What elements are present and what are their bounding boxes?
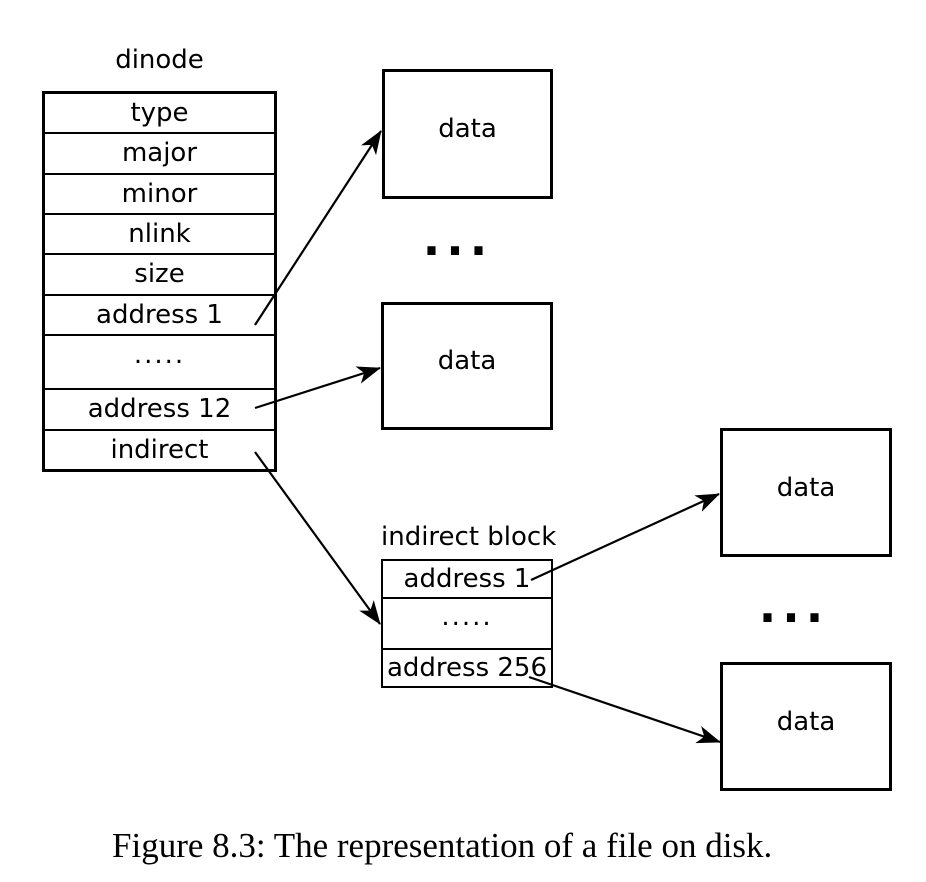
dinode-row-major: major: [45, 134, 274, 175]
data-block-4: data: [720, 662, 892, 791]
dinode-row-size: size: [45, 255, 274, 296]
figure-caption: Figure 8.3: The representation of a file…: [112, 826, 773, 865]
data-block-2: data: [381, 302, 553, 430]
arrow-indirect-address256-to-data4: [528, 675, 721, 744]
arrow-dinode-indirect-to-indirect-block: [254, 451, 381, 625]
dinode-row-ellipsis: .....: [45, 336, 274, 391]
dinode-row-address-12: address 12: [45, 390, 274, 431]
data-block-3: data: [720, 428, 892, 557]
ellipsis-top: ...: [422, 212, 494, 266]
data-block-1-label: data: [438, 114, 497, 144]
arrow-indirect-address1-to-data3: [530, 492, 720, 582]
indirect-block-title: indirect block: [381, 522, 557, 552]
dinode-row-minor: minor: [45, 175, 274, 215]
dinode-row-address-1: address 1: [45, 296, 274, 336]
data-block-2-label: data: [437, 346, 497, 376]
dinode-title: dinode: [115, 45, 204, 75]
indirect-row-address-1: address 1: [383, 561, 551, 599]
indirect-row-address-256: address 256: [386, 653, 548, 684]
dinode-row-indirect: indirect: [110, 434, 209, 465]
dinode-row-type: type: [45, 94, 274, 135]
data-block-4-label: data: [776, 706, 836, 737]
dinode-table: type major minor nlink size address 1 ..…: [42, 91, 277, 472]
data-block-1: data: [382, 69, 553, 199]
indirect-block-table: address 1 ..... address 256: [381, 559, 553, 688]
indirect-row-ellipsis: .....: [383, 599, 551, 651]
data-block-3-label: data: [776, 472, 836, 503]
ellipsis-right: ...: [758, 579, 830, 633]
dinode-row-nlink: nlink: [45, 215, 274, 256]
